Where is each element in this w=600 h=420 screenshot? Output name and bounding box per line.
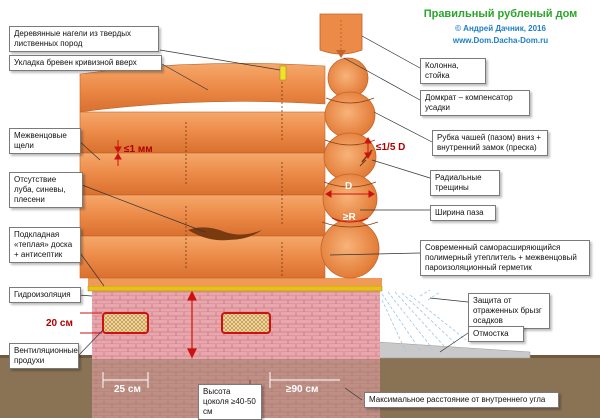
nagel-marker [279, 65, 287, 81]
dim-corner [269, 372, 340, 388]
label-domkrat: Домкрат – компенсатор усадки [420, 90, 530, 116]
label-maks: Максимальное расстояние от внутреннего у… [364, 392, 559, 408]
vent-right [221, 312, 271, 334]
dim-gap-arrow [114, 140, 122, 166]
label-otmostka: Отмостка [468, 326, 524, 342]
site-url: www.Dom.Dacha-Dom.ru [452, 36, 549, 45]
warm-board [88, 278, 382, 286]
waterproofing-layer [87, 285, 383, 292]
label-ventilyatsionnye: Вентиляционные продухи [9, 343, 79, 369]
author-credit: © Андрей Дачник, 2016 [455, 24, 546, 33]
dim-vent-width-label: 25 см [114, 384, 141, 395]
diagram-title: Правильный рубленый дом [423, 8, 578, 20]
log-crack [188, 227, 262, 241]
label-otsutstvie: Отсутствие луба, синевы, плесени [9, 172, 83, 208]
label-vysota: Высота цоколя ≥40-50 см [198, 384, 262, 420]
label-gidroizolyatsiya: Гидроизоляция [9, 287, 81, 303]
label-podkladnaya: Подкладная «теплая» доска + антисептик [9, 227, 81, 263]
dim-vent-width [102, 372, 149, 388]
dim-depth-arrow [364, 137, 372, 159]
dim-depth-label: ≤1/5 D [376, 142, 406, 153]
dim-corner-label: ≥90 см [286, 384, 319, 395]
log-wall [79, 63, 326, 279]
dim-vent-height [80, 312, 102, 334]
label-zaschita: Защита от отраженных брызг осадков [468, 293, 550, 329]
label-sovremennyi: Современный саморасширяющийся полимерный… [420, 240, 590, 276]
dim-r-label: ≥R [343, 212, 356, 223]
label-nagel: Деревянные нагели из твердых лиственных … [9, 26, 159, 52]
dim-r-arc [331, 217, 369, 223]
dim-vent-height-label: 20 см [46, 318, 73, 329]
leader-lines [77, 35, 469, 412]
otmostka-slab [377, 341, 531, 359]
dim-plinth-height [187, 290, 197, 359]
nagels [185, 74, 283, 276]
log-ends [320, 57, 380, 279]
rain-splash-lines [381, 289, 467, 353]
dim-d-arrow [325, 190, 375, 198]
label-rubka: Рубка чашей (пазом) вниз + внутренний за… [432, 130, 548, 156]
label-radialnye: Радиальные трещины [430, 170, 500, 196]
vent-left [102, 312, 149, 334]
label-mezhventsovye: Межвенцовые щели [9, 128, 81, 154]
label-shirina: Ширина паза [430, 205, 496, 221]
label-kolonna: Колонна, стойка [420, 58, 486, 84]
label-ukladka: Укладка бревен кривизной вверх [9, 55, 162, 71]
dim-d-label: D [345, 181, 353, 192]
dim-gap-label: ≤1 мм [124, 144, 153, 155]
jack [336, 20, 346, 58]
